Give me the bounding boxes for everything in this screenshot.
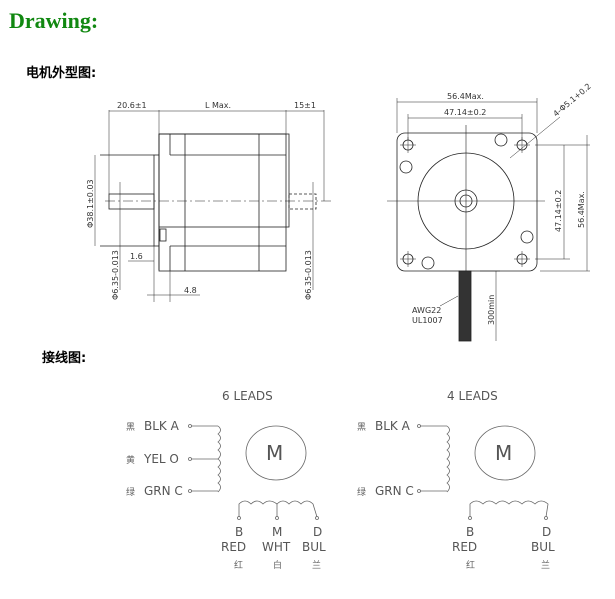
lead-cn-label: 黄: [126, 454, 135, 466]
dim-overall-width: 56.4Max.: [447, 92, 484, 101]
four-leads-title: 4 LEADS: [447, 389, 498, 403]
lead-cn-label: 红: [234, 559, 243, 571]
lead-red: RED: [221, 540, 246, 554]
lead-pin-d: D: [542, 525, 551, 539]
lead-red: RED: [452, 540, 477, 554]
six-leads-diagram: [188, 424, 319, 520]
front-view: [387, 98, 590, 342]
lead-pin-b: B: [466, 525, 474, 539]
dim-shaft-length: 20.6±1: [117, 101, 147, 110]
dim-shaft-dia-front: Φ6.35-0.013: [111, 250, 120, 300]
dim-pilot-dia: Φ38.1±0.03: [86, 179, 95, 228]
outline-heading: 电机外型图:: [26, 66, 97, 81]
lead-cn-label: 红: [466, 559, 475, 571]
dim-mount-holes: 4-Φ5.1+0.2: [552, 82, 593, 119]
four-leads-motor: M: [495, 441, 512, 465]
lead-bul: BUL: [531, 540, 555, 554]
lead-pin-b: B: [235, 525, 243, 539]
lead-blk-a: BLK A: [144, 419, 180, 433]
four-leads-diagram: [417, 424, 549, 520]
lead-pin-d: D: [313, 525, 322, 539]
lead-bul: BUL: [302, 540, 326, 554]
side-view: [94, 110, 332, 302]
lead-pin-m: M: [272, 525, 282, 539]
six-leads-title: 6 LEADS: [222, 389, 273, 403]
lead-cn-label: 兰: [312, 559, 321, 571]
dim-overall-height: 56.4Max.: [577, 191, 586, 228]
six-leads-motor: M: [266, 441, 283, 465]
dim-pilot-depth: 4.8: [184, 286, 197, 295]
lead-cn-label: 黑: [357, 422, 366, 433]
lead-grn-c: GRN C: [144, 484, 183, 498]
wire-spec-ul: UL1007: [412, 316, 443, 325]
lead-cn-label: 黑: [126, 422, 135, 433]
dim-hole-spacing-h: 47.14±0.2: [444, 108, 486, 117]
dim-flange: 1.6: [130, 252, 143, 261]
lead-cn-label: 绿: [357, 486, 366, 498]
dim-shaft-dia-rear: Φ6.35-0.013: [304, 250, 313, 300]
lead-cn-label: 绿: [126, 486, 135, 498]
lead-wht: WHT: [262, 540, 291, 554]
dim-hole-spacing-v: 47.14±0.2: [554, 190, 563, 232]
wiring-heading: 接线图:: [42, 351, 87, 366]
dim-lead-length: 300min: [487, 295, 496, 325]
wire-spec-awg: AWG22: [412, 306, 441, 315]
page-title: Drawing:: [9, 8, 99, 33]
lead-blk-a: BLK A: [375, 419, 411, 433]
lead-yel-o: YEL O: [143, 452, 179, 466]
lead-cn-label: 兰: [541, 559, 550, 571]
dim-body-length: L Max.: [205, 101, 231, 110]
lead-cn-label: 白: [273, 559, 282, 571]
dim-rear-shaft: 15±1: [294, 101, 316, 110]
lead-grn-c: GRN C: [375, 484, 414, 498]
